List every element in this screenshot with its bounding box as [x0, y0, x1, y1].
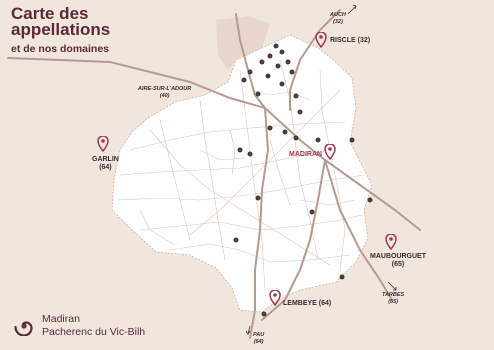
map-pin-icon[interactable]	[324, 144, 336, 160]
estate-marker	[367, 197, 373, 203]
map-pin-icon[interactable]	[315, 32, 327, 48]
appellation-zone	[112, 35, 372, 312]
direction-arrows	[245, 4, 397, 335]
label-maubourguet-code: (65)	[391, 261, 405, 268]
label-maubourguet-name: MAUBOURGUET	[370, 253, 426, 260]
estate-marker	[339, 274, 345, 280]
map-title: Carte des appellations	[11, 4, 111, 39]
spiral-logo-icon	[14, 321, 33, 336]
arrow-tarbes	[387, 281, 397, 291]
estate-marker	[285, 59, 291, 65]
map-subtitle: et de nos domaines	[11, 43, 110, 55]
title-line-1: Carte des	[11, 4, 89, 23]
estate-marker	[315, 137, 321, 143]
label-pau-code: (64)	[253, 339, 264, 345]
legend: Madiran Pacherenc du Vic-Bilh	[42, 313, 145, 339]
appellation-boundary	[111, 34, 373, 313]
label-auch-code: (32)	[333, 19, 343, 25]
estate-marker	[267, 125, 273, 131]
label-riscle: RISCLE (32)	[330, 37, 371, 44]
estate-marker	[273, 43, 279, 49]
shaded-area	[216, 16, 270, 70]
label-pau: PAU (64)	[253, 332, 264, 346]
estate-marker	[265, 73, 271, 79]
estate-marker	[255, 195, 261, 201]
legend-line-2: Pacherenc du Vic-Bilh	[42, 326, 146, 338]
label-tarbes-code: (65)	[388, 299, 398, 305]
label-tarbes-name: TARBES	[382, 292, 405, 298]
estate-marker	[309, 209, 315, 215]
estate-marker	[293, 135, 299, 141]
title-line-2: appellations	[11, 20, 111, 39]
estate-marker	[247, 151, 253, 157]
estate-marker	[289, 69, 295, 75]
estate-marker	[293, 93, 299, 99]
estate-marker	[282, 129, 288, 135]
label-garlin: GARLIN (64)	[92, 156, 119, 172]
estate-marker	[255, 91, 261, 97]
label-auch: AUCH (32)	[330, 12, 346, 26]
estate-marker	[275, 63, 281, 69]
estate-marker	[279, 49, 285, 55]
estate-marker	[261, 311, 267, 317]
estate-marker	[279, 81, 285, 87]
label-aire: AIRE-SUR-L'ADOUR (40)	[138, 86, 191, 100]
label-lembeye: LEMBEYE (64)	[283, 300, 332, 307]
map-pin-icon[interactable]	[385, 234, 397, 250]
label-garlin-name: GARLIN	[92, 156, 119, 163]
label-maubourguet: MAUBOURGUET (65)	[370, 253, 426, 269]
label-aire-code: (40)	[159, 93, 170, 99]
estate-marker	[233, 237, 239, 243]
label-aire-name: AIRE-SUR-L'ADOUR	[138, 86, 192, 92]
label-madiran: MADIRAN	[289, 151, 323, 158]
arrow-pau	[247, 325, 251, 335]
estate-marker	[349, 137, 355, 143]
label-pau-name: PAU	[253, 332, 265, 338]
estate-marker	[297, 109, 303, 115]
label-garlin-code: (64)	[99, 164, 112, 171]
legend-line-1: Madiran	[42, 313, 80, 325]
label-tarbes: TARBES (65)	[382, 292, 404, 306]
estate-marker	[237, 147, 243, 153]
arrow-auch	[347, 5, 357, 15]
map-pin-icon[interactable]	[97, 136, 109, 152]
estate-markers	[233, 43, 373, 317]
minor-roads	[117, 59, 366, 291]
major-roads	[7, 9, 421, 339]
label-auch-name: AUCH	[330, 12, 346, 18]
estate-marker	[241, 77, 247, 83]
estate-marker	[247, 69, 253, 75]
map-pin-icon[interactable]	[269, 290, 281, 306]
estate-marker	[267, 53, 273, 59]
estate-marker	[259, 59, 265, 65]
